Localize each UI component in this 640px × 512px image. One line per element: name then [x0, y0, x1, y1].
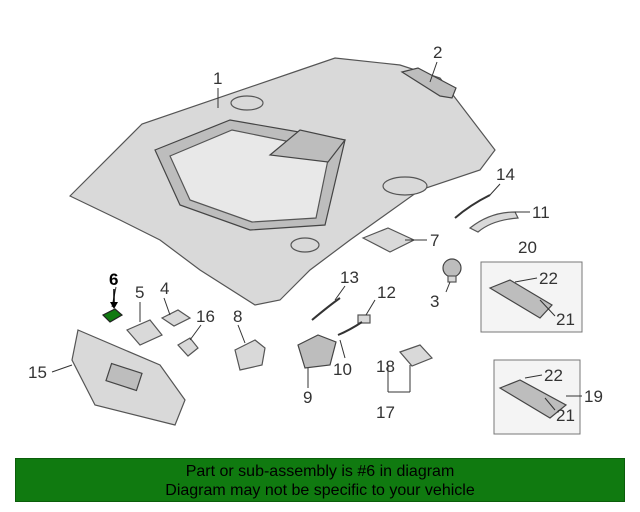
callout-8: 8	[233, 307, 242, 326]
callout-4: 4	[160, 279, 169, 298]
callout-21-lower: 21	[556, 406, 575, 425]
part-18	[398, 344, 434, 367]
part-6-highlighted	[101, 308, 124, 323]
banner-line-1: Part or sub-assembly is #6 in diagram	[185, 463, 455, 480]
part-13	[311, 297, 341, 321]
part-4	[160, 309, 192, 327]
callout-6: 6	[109, 270, 118, 289]
callout-17: 17	[376, 403, 395, 422]
parts-diagram: 1 2 3 4 5 6 7 8 9 10 11 12 13 14 15 16 1…	[28, 43, 603, 435]
callout-12: 12	[377, 283, 396, 302]
callout-21-upper: 21	[556, 310, 575, 329]
callout-20: 20	[518, 238, 537, 257]
part-11	[468, 211, 519, 233]
headliner-part	[68, 57, 496, 306]
callout-2: 2	[433, 43, 442, 62]
part-6-arrow	[110, 289, 118, 309]
callout-16: 16	[196, 307, 215, 326]
callout-14: 14	[496, 165, 515, 184]
banner-line-2: Diagram may not be specific to your vehi…	[165, 482, 475, 499]
part-12	[357, 314, 371, 324]
callout-labels: 1 2 3 4 5 6 7 8 9 10 11 12 13 14 15 16 1…	[28, 43, 603, 425]
callout-3: 3	[430, 292, 439, 311]
callout-11: 11	[532, 203, 550, 222]
callout-9: 9	[303, 388, 312, 407]
part-14	[454, 194, 491, 219]
callout-19: 19	[584, 387, 603, 406]
callout-15: 15	[28, 363, 47, 382]
callout-22-upper: 22	[539, 269, 558, 288]
part-8	[234, 339, 266, 371]
callout-22-lower: 22	[544, 366, 563, 385]
callout-1: 1	[213, 69, 222, 88]
part-2	[400, 67, 457, 99]
part-info-banner: Part or sub-assembly is #6 in diagram Di…	[15, 458, 625, 502]
part-10	[337, 321, 363, 336]
callout-7: 7	[430, 231, 439, 250]
callout-10: 10	[333, 360, 352, 379]
part-16	[177, 337, 199, 357]
part-9	[297, 334, 337, 369]
part-3	[442, 258, 462, 283]
callout-18: 18	[376, 357, 395, 376]
part-5	[126, 319, 163, 346]
callout-13: 13	[340, 268, 359, 287]
callout-5: 5	[135, 283, 144, 302]
